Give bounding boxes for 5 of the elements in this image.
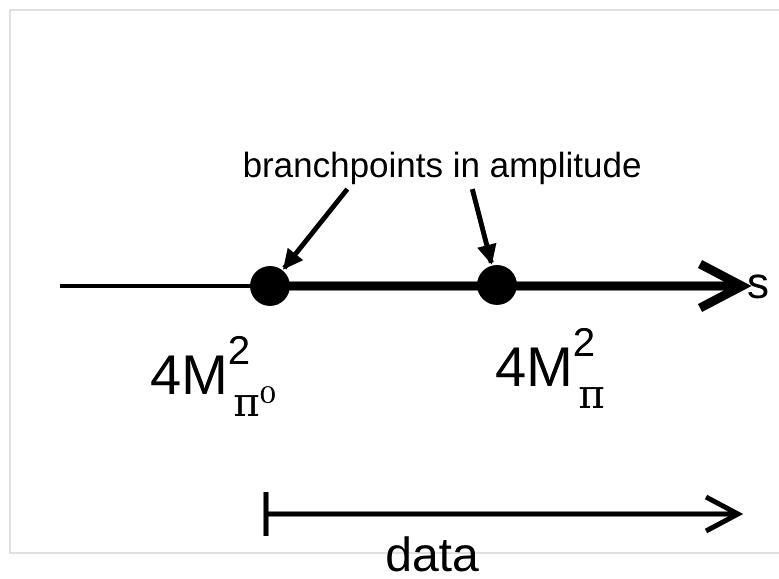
leader-arrow bbox=[470, 188, 496, 265]
axis-label: s bbox=[747, 262, 769, 306]
range-label: data bbox=[385, 532, 479, 579]
leader-arrow bbox=[282, 187, 350, 270]
annotation-text: branchpoints in amplitude bbox=[242, 148, 642, 183]
